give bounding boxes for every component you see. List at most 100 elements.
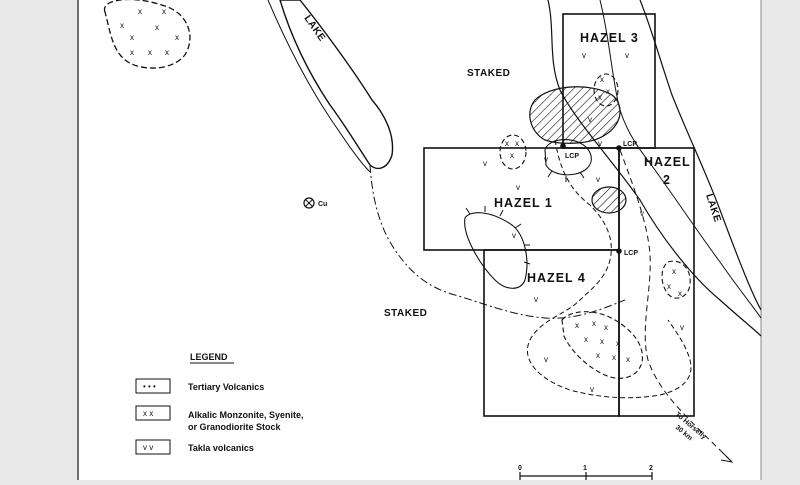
- svg-text:v: v: [582, 51, 586, 60]
- svg-text:x: x: [600, 337, 604, 346]
- ticked-contact-west: [464, 212, 528, 289]
- svg-text:x: x: [510, 151, 514, 160]
- claim-label-hazel-2a: HAZEL: [644, 155, 691, 169]
- lcp-label-3: LCP: [624, 250, 638, 257]
- claim-hazel-4: [483, 249, 620, 417]
- legend-title: LEGEND: [190, 352, 228, 362]
- svg-text:x: x: [155, 23, 159, 32]
- svg-text:x: x: [165, 48, 169, 57]
- svg-text:x: x: [667, 282, 671, 291]
- svg-text:x: x: [612, 353, 616, 362]
- svg-text:x: x: [592, 319, 596, 328]
- creek: [369, 164, 626, 319]
- svg-text:x: x: [616, 339, 620, 348]
- svg-text:x: x: [130, 33, 134, 42]
- svg-text:x: x: [606, 87, 610, 96]
- contact-ticks: [465, 170, 585, 265]
- svg-text:x: x: [575, 321, 579, 330]
- paper-sheet: [78, 0, 761, 480]
- claim-label-hazel-3: HAZEL 3: [580, 31, 639, 45]
- stock-outline-hazel-3: [593, 73, 619, 107]
- cu-label: Cu: [318, 201, 327, 208]
- lcp-marker-hazel-1: [560, 143, 566, 149]
- legend-label-stock-1: Alkalic Monzonite, Syenite,: [188, 410, 304, 420]
- svg-text:v: v: [625, 51, 629, 60]
- lake-right-inner-shore: [599, 0, 762, 319]
- legend-symbol-takla: v v: [143, 443, 153, 452]
- lake-upper: [279, 0, 394, 170]
- road-horsefly: [619, 149, 731, 461]
- svg-text:v: v: [483, 159, 487, 168]
- stock-outline-hazel-4: [561, 311, 643, 379]
- svg-text:v: v: [588, 115, 592, 124]
- cu-showing-icon: [303, 197, 315, 209]
- svg-text:v: v: [516, 183, 520, 192]
- stock-outline-northwest: [103, 0, 191, 69]
- lcp-label-1: LCP: [565, 153, 579, 160]
- legend-swatch-stock: [135, 405, 171, 421]
- alteration-zone-center: [591, 186, 627, 214]
- claim-label-hazel-2b: 2: [663, 173, 671, 187]
- svg-text:v: v: [680, 323, 684, 332]
- stock-symbols-hazel-2: xxx: [667, 267, 682, 298]
- lcp-marker-hazel-4: [616, 248, 622, 254]
- svg-text:x: x: [672, 267, 676, 276]
- legend-label-takla: Takla volcanics: [188, 443, 254, 453]
- svg-text:v: v: [640, 209, 644, 218]
- svg-text:x: x: [596, 351, 600, 360]
- legend-label-tertiary: Tertiary Volcanics: [188, 382, 264, 392]
- svg-text:v: v: [544, 355, 548, 364]
- svg-text:x: x: [505, 139, 509, 148]
- claim-label-hazel-4: HAZEL 4: [527, 271, 586, 285]
- legend-symbol-tertiary: • • •: [143, 382, 156, 391]
- svg-text:x: x: [584, 335, 588, 344]
- svg-text:x: x: [626, 355, 630, 364]
- svg-text:x: x: [598, 93, 602, 102]
- scale-bar: 0 1 2: [518, 465, 653, 480]
- lake-right-east-shore: [639, 0, 762, 311]
- stock-outline-hazel-1: [499, 134, 527, 170]
- legend-swatch-takla: [135, 439, 171, 455]
- svg-text:v: v: [512, 231, 516, 240]
- lake-right-west-shore: [547, 0, 762, 337]
- svg-text:v: v: [596, 175, 600, 184]
- scale-tick-1: 1: [583, 465, 587, 472]
- svg-text:x: x: [120, 21, 124, 30]
- svg-text:x: x: [138, 7, 142, 16]
- staked-label-lower: STAKED: [384, 308, 427, 319]
- svg-text:x: x: [678, 289, 682, 298]
- svg-text:x: x: [130, 48, 134, 57]
- scale-tick-0: 0: [518, 465, 522, 472]
- svg-text:x: x: [148, 48, 152, 57]
- legend-label-stock-2: or Granodiorite Stock: [188, 422, 282, 432]
- claim-label-hazel-1: HAZEL 1: [494, 196, 553, 210]
- ticked-contact-lcp: [544, 139, 592, 176]
- svg-text:x: x: [175, 33, 179, 42]
- road-arrow-icon: [720, 451, 734, 463]
- svg-text:x: x: [604, 323, 608, 332]
- svg-text:v: v: [534, 295, 538, 304]
- staked-label-upper: STAKED: [467, 68, 510, 79]
- svg-text:x: x: [162, 7, 166, 16]
- legend: LEGEND • • • Tertiary Volcanics x x Alka…: [135, 352, 304, 455]
- volcanic-contact: [526, 139, 692, 399]
- stock-symbols-hazel-3: xxx: [598, 75, 610, 102]
- svg-text:x: x: [515, 139, 519, 148]
- svg-text:v: v: [544, 155, 548, 164]
- lcp-label-2: LCP: [623, 141, 637, 148]
- svg-text:v: v: [590, 385, 594, 394]
- legend-symbol-stock: x x: [143, 409, 153, 418]
- stock-outline-hazel-2: [661, 260, 691, 299]
- legend-swatch-tertiary: [135, 378, 171, 394]
- lake-upper-shore: [267, 0, 371, 173]
- svg-text:x: x: [600, 75, 604, 84]
- volcanic-symbols: v v v v v v v v v v v v v v: [483, 51, 684, 394]
- lcp-marker-hazel-2: [616, 145, 622, 151]
- scale-tick-2: 2: [649, 465, 653, 472]
- svg-text:v: v: [598, 139, 602, 148]
